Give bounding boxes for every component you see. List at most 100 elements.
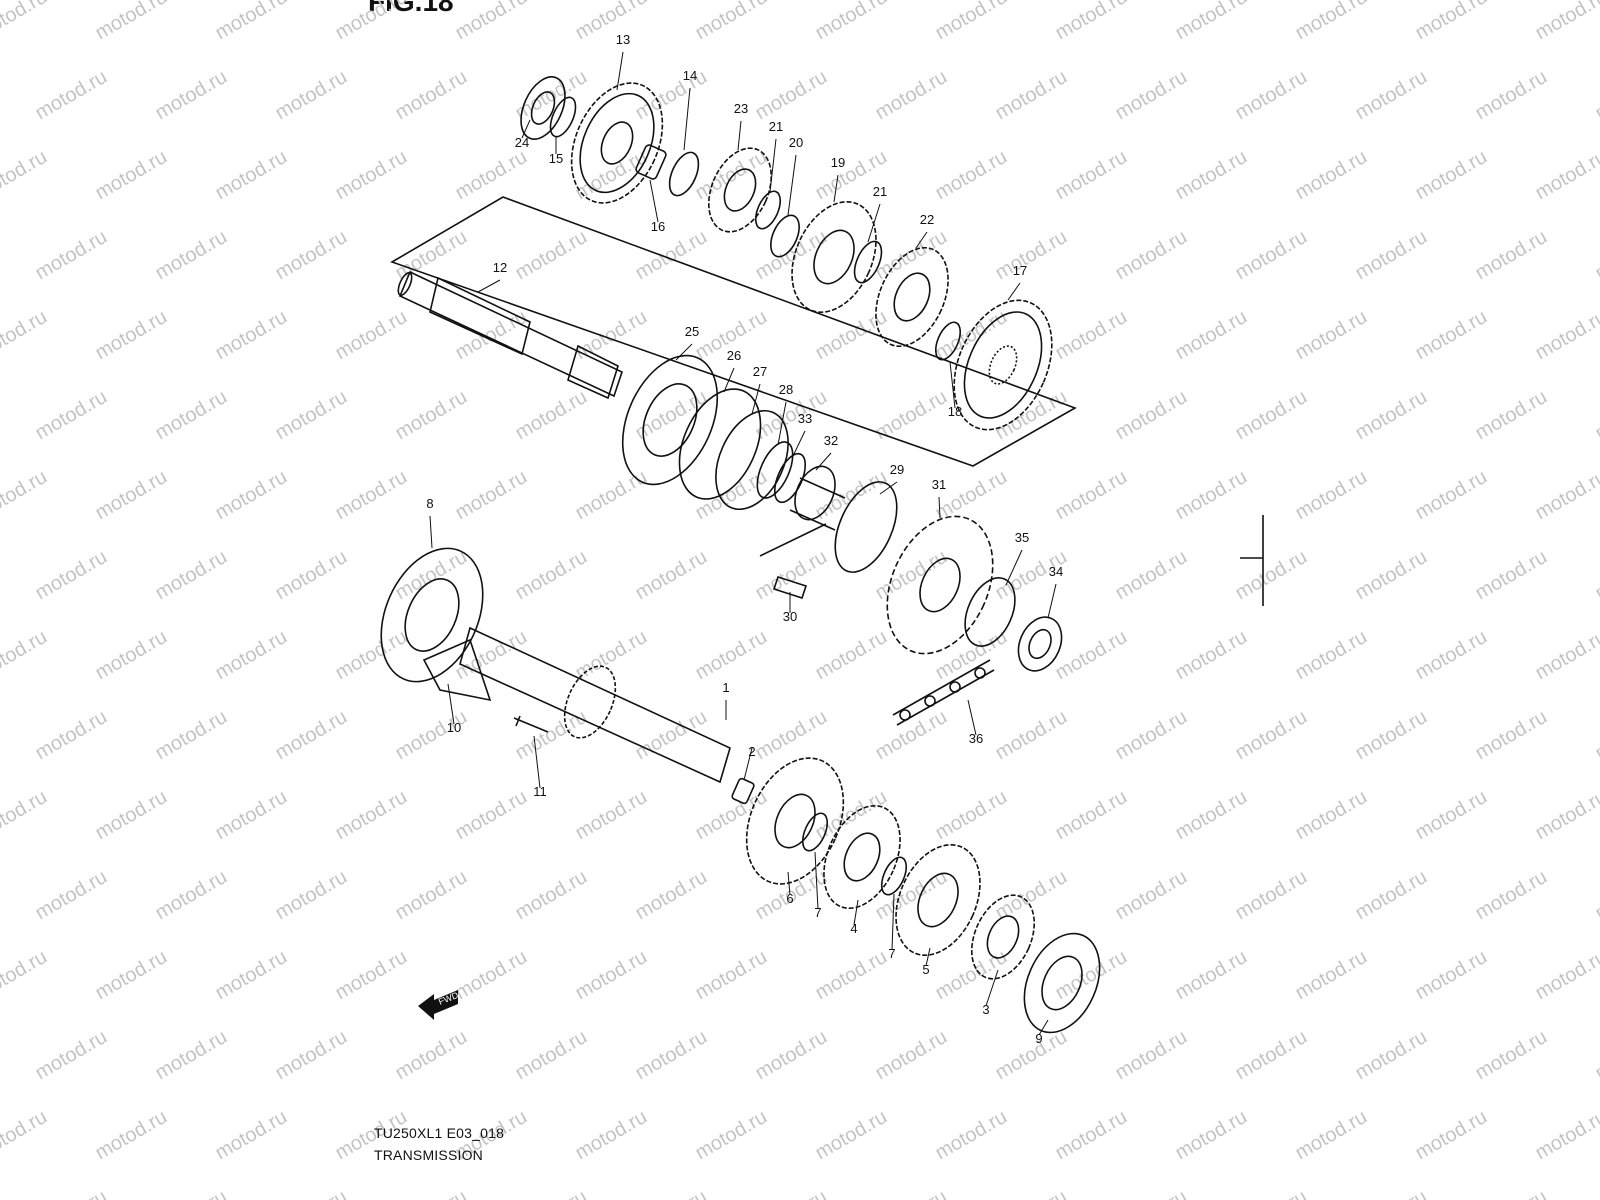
watermark-text: motod.ru	[992, 66, 1071, 125]
fwd-arrow-icon: FWD	[418, 990, 460, 1020]
leader-line	[815, 452, 832, 471]
watermark-text: motod.ru	[1472, 706, 1551, 765]
gear-13	[570, 82, 664, 204]
circlip-7a	[801, 812, 829, 852]
watermark-text: motod.ru	[1232, 1186, 1311, 1200]
watermark-text: motod.ru	[1352, 866, 1431, 925]
watermark-text: motod.ru	[632, 546, 711, 605]
nut-34	[1017, 616, 1063, 672]
leader-line	[949, 361, 956, 409]
washer-35	[964, 577, 1016, 647]
part-label-20: 20	[789, 135, 803, 150]
watermark-text: motod.ru	[1412, 1106, 1491, 1165]
watermark-text: motod.ru	[392, 866, 471, 925]
watermark-text: motod.ru	[1532, 1106, 1600, 1165]
washer-15	[549, 96, 577, 138]
watermark-text: motod.ru	[572, 306, 651, 365]
watermark-text: motod.ru	[812, 0, 891, 44]
watermark-text: motod.ru	[512, 546, 591, 605]
watermark-text: motod.ru	[1412, 786, 1491, 845]
watermark-text: motod.ru	[32, 1026, 111, 1085]
gear-5	[895, 844, 981, 956]
part-label-30: 30	[783, 609, 797, 624]
leader-line	[915, 231, 928, 249]
leader-line	[1038, 1019, 1049, 1036]
washer-18	[934, 321, 962, 361]
watermark-text: motod.ru	[1052, 146, 1131, 205]
part-label-22: 22	[920, 212, 934, 227]
watermark-text: motod.ru	[392, 66, 471, 125]
watermark-text: motod.ru	[1052, 466, 1131, 525]
watermark-text: motod.ru	[1472, 866, 1551, 925]
watermark-text: motod.ru	[632, 1186, 711, 1200]
watermark-text: motod.ru	[632, 66, 711, 125]
watermark-text: motod.ru	[1292, 1106, 1371, 1165]
watermark-text: motod.ru	[0, 626, 51, 685]
watermark-text: motod.ru	[32, 1186, 111, 1200]
watermark-text: motod.ru	[1592, 1026, 1600, 1085]
gear-6	[745, 757, 845, 885]
watermark-text: motod.ru	[1052, 1106, 1131, 1165]
watermark-text: motod.ru	[1292, 146, 1371, 205]
watermark-text: motod.ru	[1292, 466, 1371, 525]
gear-22	[875, 246, 949, 348]
watermark-text: motod.ru	[1172, 306, 1251, 365]
watermark-text: motod.ru	[1112, 66, 1191, 125]
drive-chain-36	[892, 659, 995, 726]
bearing-2	[731, 777, 755, 805]
watermark-text: motod.ru	[992, 1186, 1071, 1200]
watermark-text: motod.ru	[632, 866, 711, 925]
watermark-text: motod.ru	[1052, 626, 1131, 685]
part-label-19: 19	[831, 155, 845, 170]
part-label-36: 36	[969, 731, 983, 746]
watermark-text: motod.ru	[512, 226, 591, 285]
watermark-text: motod.ru	[572, 1106, 651, 1165]
watermark-text: motod.ru	[0, 146, 51, 205]
watermark-text: motod.ru	[1112, 386, 1191, 445]
watermark-text: motod.ru	[572, 946, 651, 1005]
leader-line	[1047, 583, 1057, 619]
leader-line	[833, 174, 839, 203]
watermark-text: motod.ru	[1592, 386, 1600, 445]
part-label-21: 21	[769, 119, 783, 134]
part-label-5: 5	[922, 962, 929, 977]
watermark-text: motod.ru	[32, 226, 111, 285]
watermark-text: motod.ru	[92, 1106, 171, 1165]
leader-line	[769, 138, 777, 193]
watermark-text: motod.ru	[572, 786, 651, 845]
collar-26	[678, 388, 762, 500]
leader-line	[737, 120, 742, 151]
watermark-text: motod.ru	[1412, 306, 1491, 365]
part-label-6: 6	[786, 891, 793, 906]
part-label-23: 23	[734, 101, 748, 116]
watermark-text: motod.ru	[992, 706, 1071, 765]
watermark-text: motod.ru	[872, 1026, 951, 1085]
watermark-text: motod.ru	[992, 226, 1071, 285]
watermark-text: motod.ru	[92, 306, 171, 365]
watermark-text: motod.ru	[1532, 466, 1600, 525]
watermark-text: motod.ru	[1172, 146, 1251, 205]
watermark-text: motod.ru	[872, 1186, 951, 1200]
leader-line	[853, 899, 859, 926]
watermark-text: motod.ru	[932, 306, 1011, 365]
watermark-text: motod.ru	[32, 66, 111, 125]
watermark-text: motod.ru	[92, 466, 171, 525]
watermark-text: motod.ru	[392, 1026, 471, 1085]
watermark-text: motod.ru	[452, 946, 531, 1005]
watermark-text: motod.ru	[1112, 226, 1191, 285]
watermark-text: motod.ru	[1172, 1106, 1251, 1165]
watermark-text: motod.ru	[0, 946, 51, 1005]
gear-4	[823, 804, 901, 910]
watermark-text: motod.ru	[152, 226, 231, 285]
watermark-text: motod.ru	[1412, 0, 1491, 44]
watermark-text: motod.ru	[632, 226, 711, 285]
leader-line	[787, 154, 797, 216]
o-ring-28	[756, 441, 794, 499]
watermark-text: motod.ru	[1112, 866, 1191, 925]
leader-line	[616, 51, 624, 91]
part-label-2: 2	[748, 744, 755, 759]
part-label-25: 25	[685, 324, 699, 339]
leader-line	[791, 430, 806, 459]
watermark-text: motod.ru	[1412, 626, 1491, 685]
leader-line	[649, 179, 659, 223]
